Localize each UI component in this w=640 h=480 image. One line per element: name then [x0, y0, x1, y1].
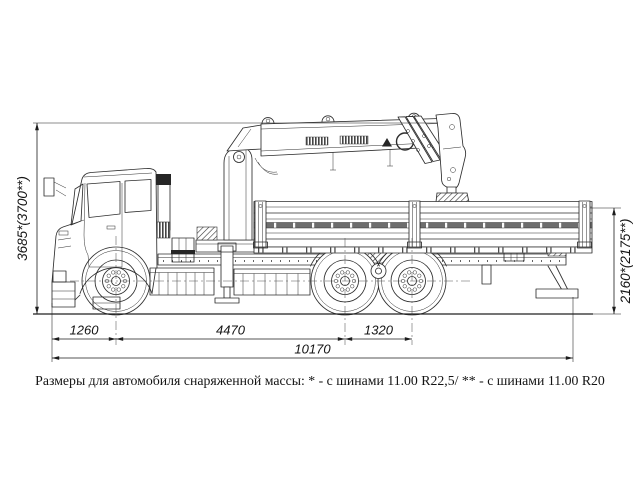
side-guard-front	[149, 267, 215, 296]
mirror	[43, 177, 55, 197]
exhaust-stack	[156, 174, 171, 239]
front-bumper	[51, 281, 76, 308]
hook-link	[446, 186, 457, 194]
quarter-window	[124, 179, 152, 213]
boom-tip-head	[435, 113, 467, 190]
balancer-pivot-hub	[375, 267, 382, 275]
cab	[43, 168, 158, 310]
boom-label-plate-2	[339, 135, 369, 145]
dimension-lines	[33, 122, 621, 362]
dim-loading-height: 2160*(2175**)	[618, 219, 633, 305]
boom-pivot	[233, 151, 245, 163]
dim-overall-height: 3685*(3700**)	[15, 176, 30, 261]
crane-pump-block	[196, 226, 218, 241]
folded-jib-section-1	[397, 116, 433, 164]
crane-manipulator	[195, 112, 470, 253]
drawing-caption: Размеры для автомобиля снаряженной массы…	[35, 373, 605, 388]
headlight	[52, 270, 67, 283]
balancer-pivot	[370, 263, 387, 279]
front-fender-arc	[79, 267, 153, 294]
side-guard-mid	[233, 268, 311, 296]
stake-front	[253, 200, 268, 249]
door-handle	[106, 225, 116, 230]
door-window	[86, 181, 121, 218]
warning-triangle-icon	[382, 138, 392, 147]
lifting-lug-2	[321, 115, 335, 123]
dim-front-overhang: 1260	[70, 323, 100, 338]
stake-middle	[407, 200, 422, 249]
center-lines	[70, 236, 472, 345]
dim-wheelbase: 4470	[216, 323, 246, 338]
crane-column	[223, 147, 253, 241]
crane-outrigger-leg	[214, 242, 240, 304]
rear-underrun-guard	[481, 246, 579, 299]
badge	[58, 230, 69, 236]
stake-rear	[577, 200, 592, 249]
door-outline	[83, 182, 123, 268]
boom-label-plate-1	[305, 136, 329, 146]
board-hinge-band	[253, 222, 593, 229]
dim-overall-length: 10170	[294, 342, 331, 357]
cargo-platform	[253, 200, 593, 254]
platform-floor-rail	[253, 246, 593, 254]
windshield-side	[70, 183, 84, 226]
dim-bogie-spacing: 1320	[364, 323, 394, 338]
rear-cab-ladder	[171, 237, 195, 263]
lifting-lug-1	[261, 117, 275, 125]
